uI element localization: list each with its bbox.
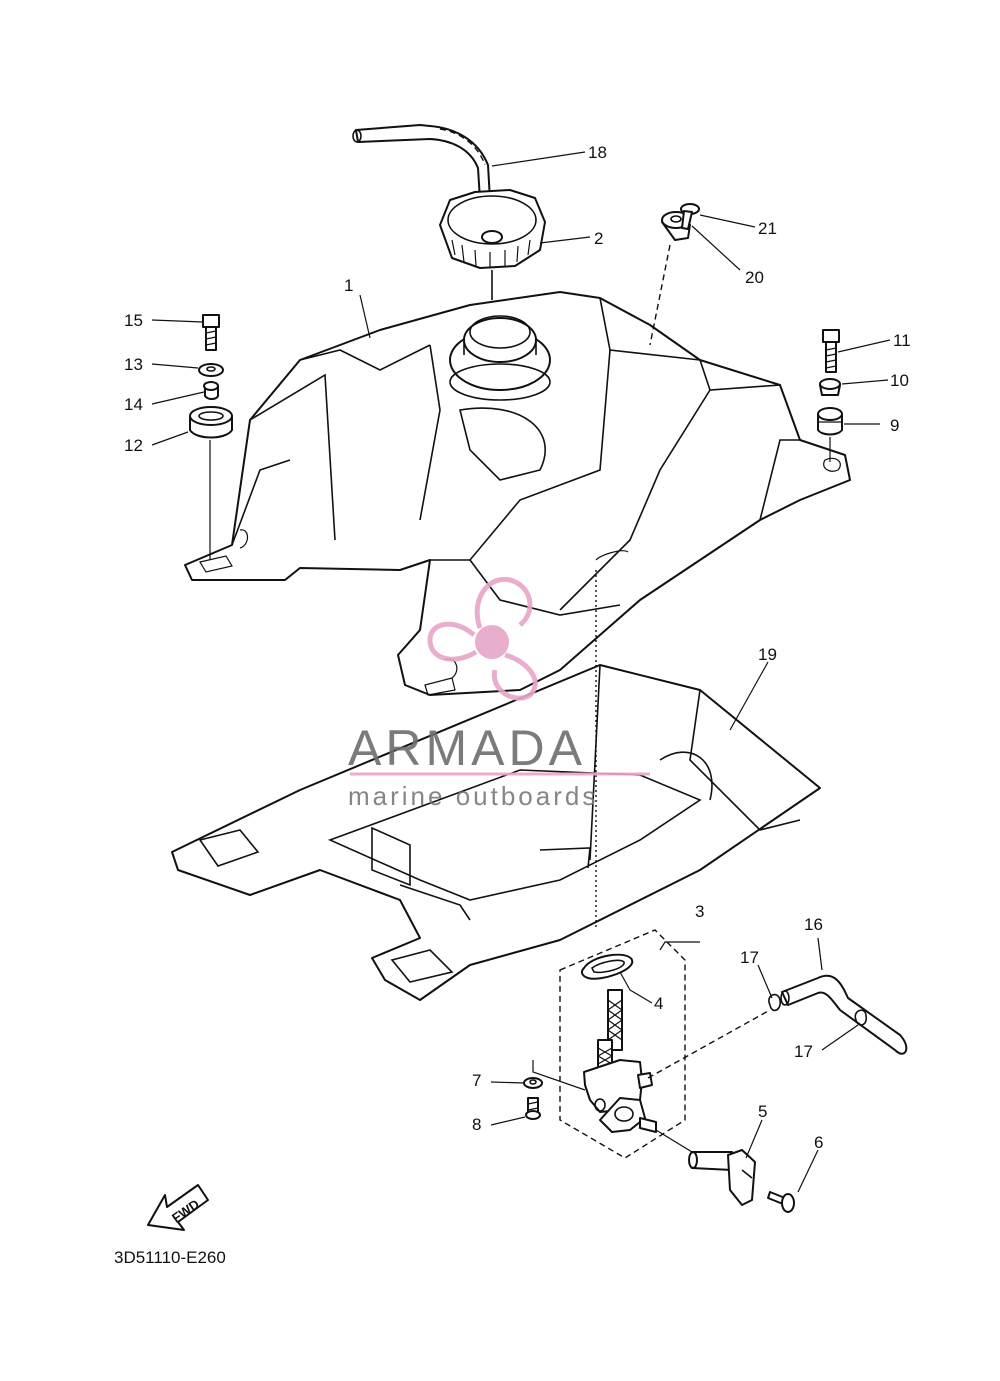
callout-6: 6 — [814, 1133, 823, 1152]
gasket-4-part — [580, 953, 634, 980]
callout-1: 1 — [344, 276, 353, 295]
callout-14: 14 — [124, 395, 143, 414]
callout-4: 4 — [654, 994, 663, 1013]
lever-5-part — [655, 1129, 756, 1206]
grommet-9-part — [817, 407, 843, 462]
armada-watermark: ARMADA marine outboards — [348, 576, 650, 811]
fuel-cap-part — [439, 189, 546, 300]
clip-17-lower-part — [854, 1009, 868, 1026]
fuel-cock-assembly-part — [559, 550, 686, 1159]
callout-17-upper: 17 — [740, 948, 759, 967]
callout-20: 20 — [745, 268, 764, 287]
callout-21: 21 — [758, 219, 777, 238]
screw-8-part — [525, 1060, 586, 1120]
leader-lines — [151, 151, 891, 1193]
grommet-12-part — [189, 406, 233, 560]
callout-labels: 1 2 3 4 5 6 7 8 9 10 11 12 13 14 15 16 1… — [124, 143, 911, 1152]
bolt-11-part — [822, 329, 840, 373]
collar-14-part — [203, 381, 219, 400]
fuel-tank-part — [184, 291, 851, 696]
collar-10-part — [819, 378, 841, 396]
forward-arrow-icon: FWD — [147, 1184, 209, 1231]
callout-2: 2 — [594, 229, 603, 248]
callout-10: 10 — [890, 371, 909, 390]
watermark-brand: ARMADA — [348, 720, 586, 776]
callout-3: 3 — [695, 902, 704, 921]
clip-17-upper-part — [768, 993, 782, 1012]
callout-15: 15 — [124, 311, 143, 330]
grommet-20-part — [649, 211, 691, 346]
callout-8: 8 — [472, 1115, 481, 1134]
bolt-15-part — [202, 314, 220, 351]
watermark-tagline: marine outboards — [348, 781, 598, 811]
under-cover-part — [171, 664, 821, 1001]
callout-13: 13 — [124, 355, 143, 374]
callout-19: 19 — [758, 645, 777, 664]
callout-9: 9 — [890, 416, 899, 435]
washer-13-part — [198, 363, 224, 377]
fuel-hose-16-part — [647, 974, 908, 1079]
callout-18: 18 — [588, 143, 607, 162]
callout-7: 7 — [472, 1071, 481, 1090]
callout-5: 5 — [758, 1102, 767, 1121]
callout-11: 11 — [893, 331, 911, 350]
washer-7-part — [523, 1077, 543, 1089]
screw-6-part — [767, 1191, 795, 1213]
callout-12: 12 — [124, 436, 143, 455]
screw-21-part — [680, 203, 700, 230]
armada-logo-icon — [427, 576, 538, 701]
diagram-code: 3D51110-E260 — [114, 1248, 226, 1267]
callout-16: 16 — [804, 915, 823, 934]
callout-17-lower: 17 — [794, 1042, 813, 1061]
